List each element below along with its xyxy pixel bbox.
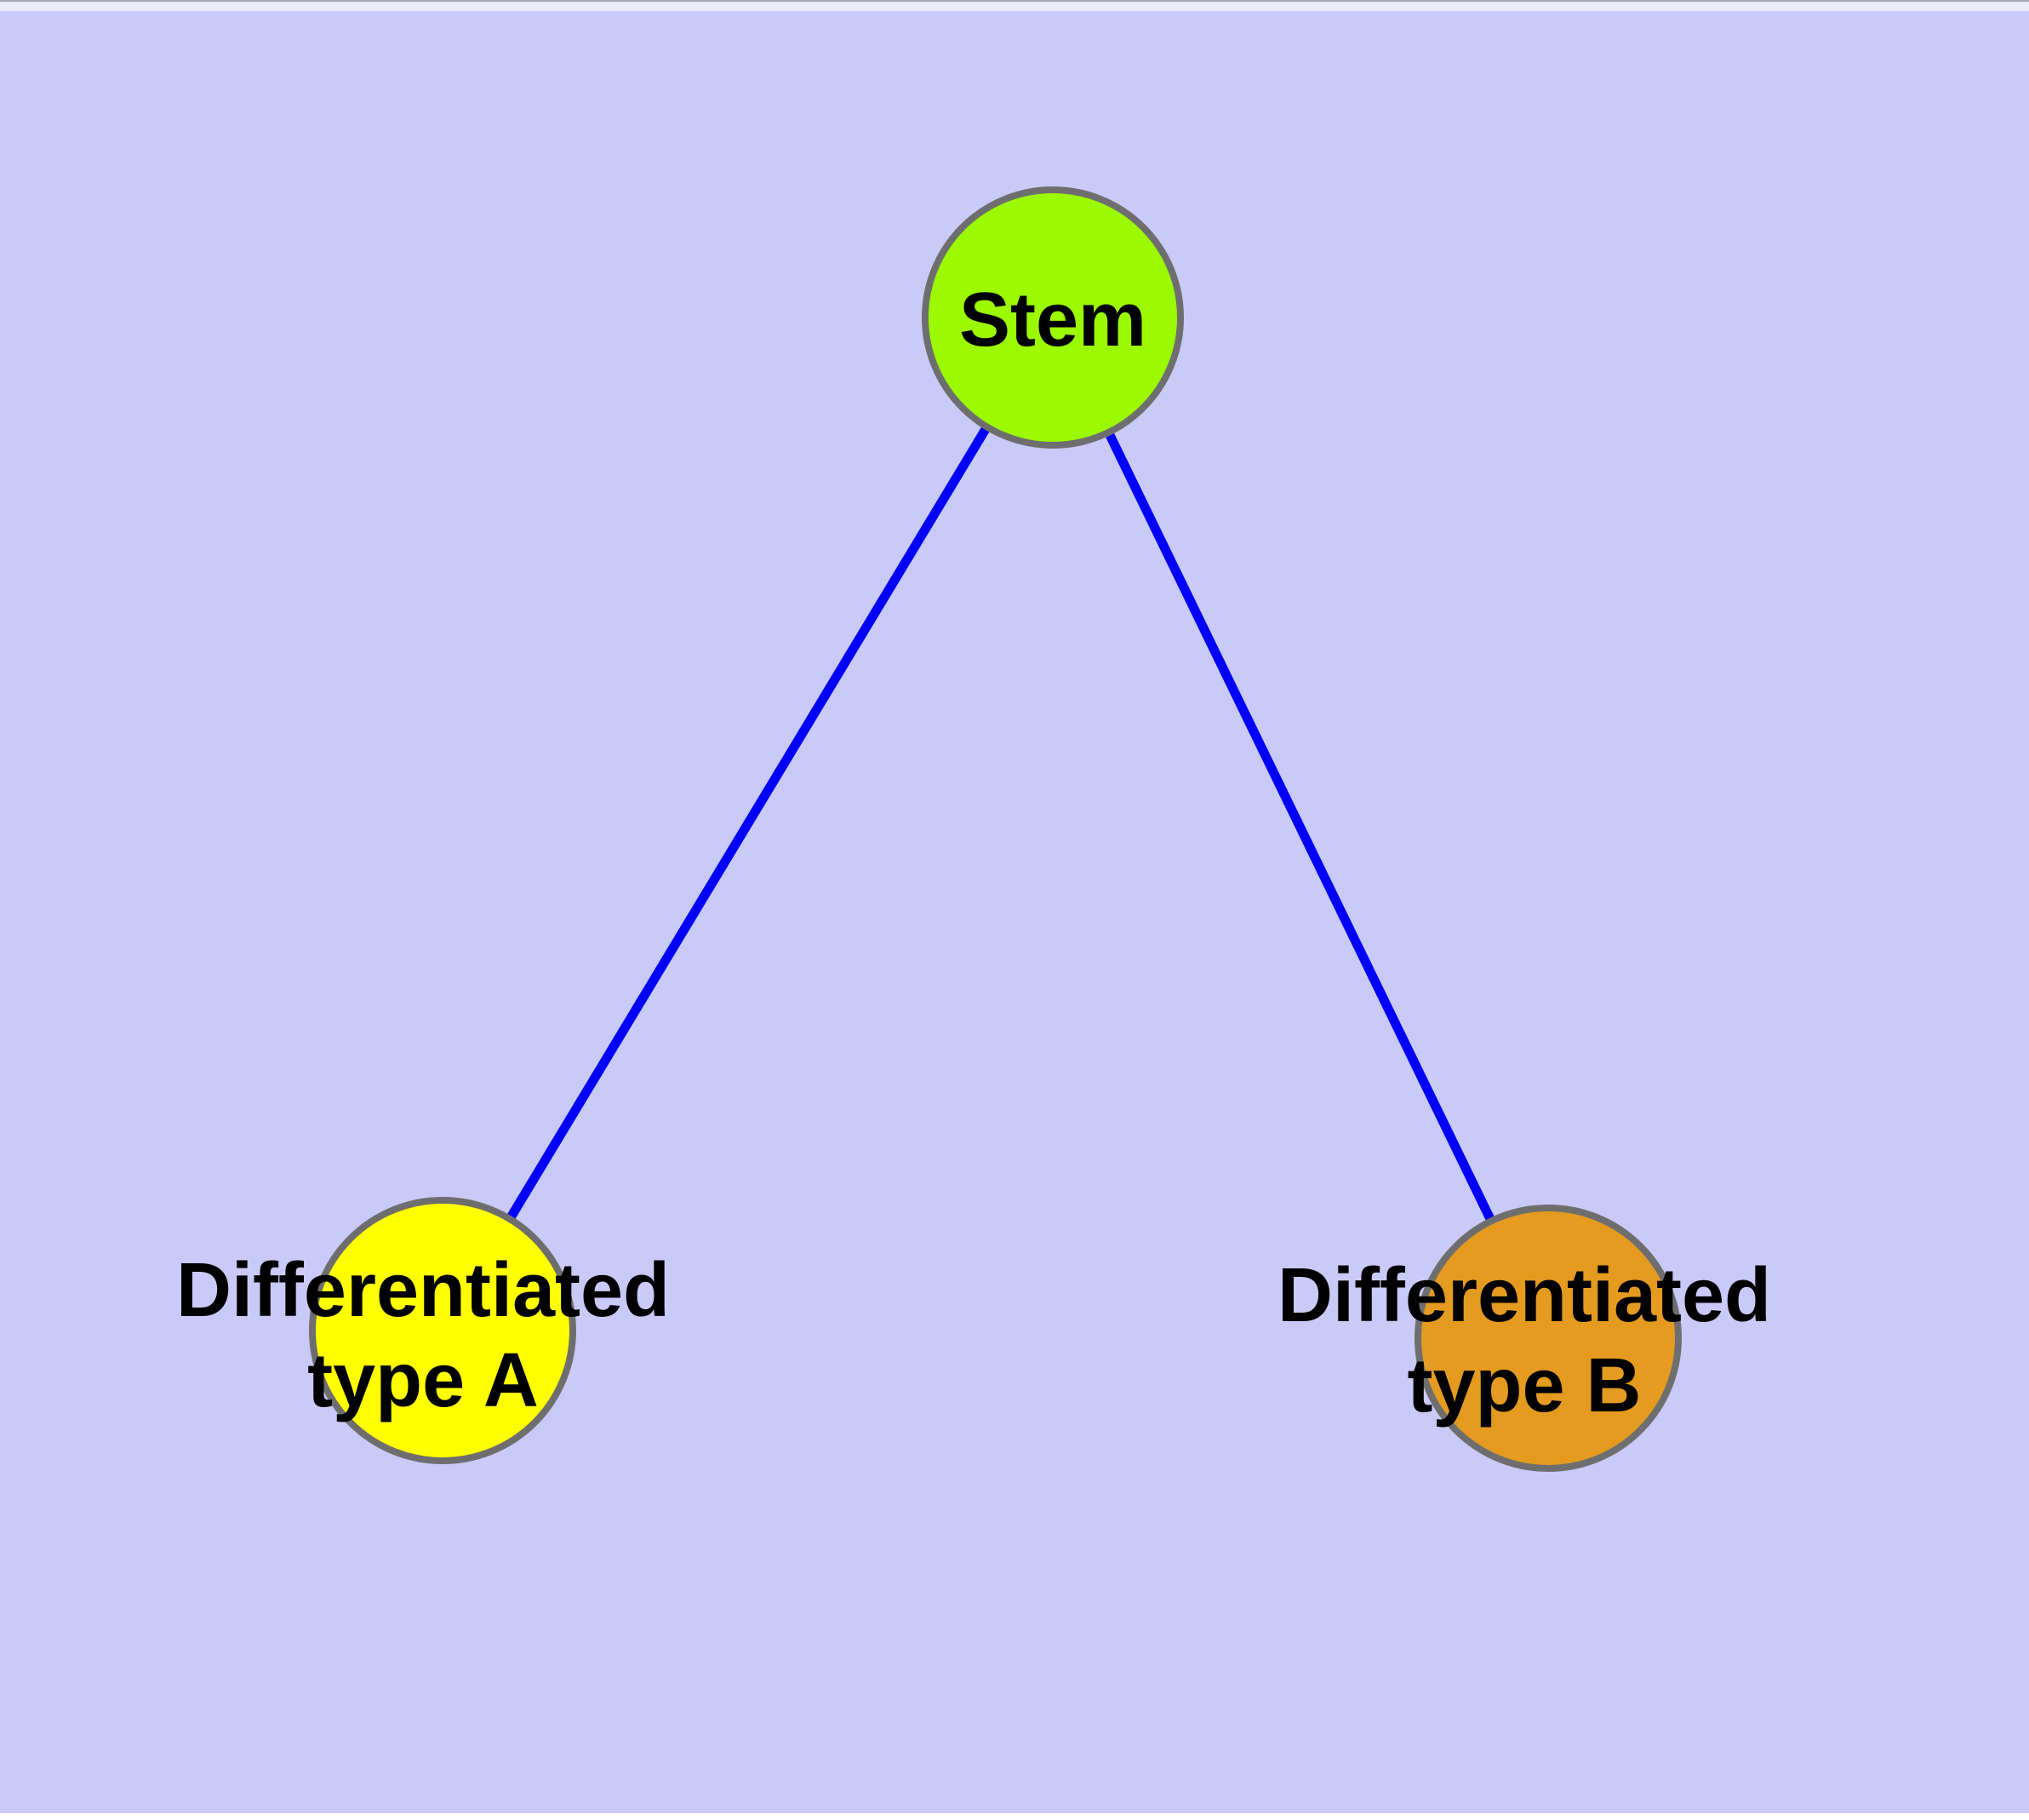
edge-stem-to-diff-a [438,315,1057,1333]
window-bottom-strip [0,1813,2029,1820]
node-circle-stem [922,186,1184,449]
window-top-edge [0,0,2029,2]
edge-stem-to-diff-b [1049,315,1552,1341]
node-circle-diff-a [309,1197,576,1464]
node-circle-diff-b [1415,1205,1682,1472]
window-top-strip [0,2,2029,11]
